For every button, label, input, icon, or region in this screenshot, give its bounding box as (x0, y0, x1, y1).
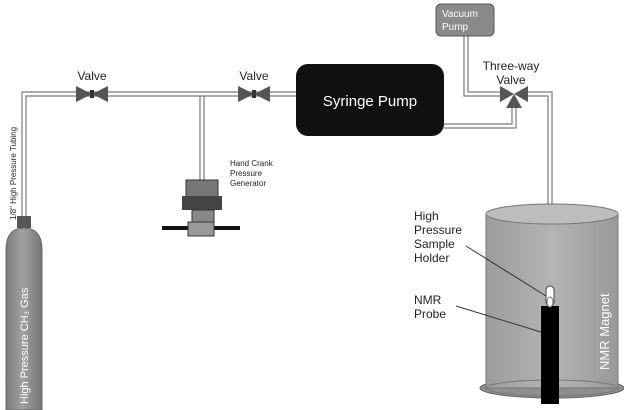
hand-crank-label-line2: Pressure (230, 169, 263, 178)
three-way-label-line1: Three-way (483, 59, 540, 73)
gas-cylinder-label: High Pressure CH₃ Gas (19, 287, 31, 404)
vacuum-pump[interactable] (435, 3, 495, 37)
valve-left-label: Valve (77, 69, 106, 83)
vacuum-pump-label-line2: Pump (442, 22, 469, 33)
sample-holder-label-line3: Sample (414, 237, 455, 251)
tubing-label: 1/8" High Pressure Tubing (9, 127, 18, 220)
hand-crank-label-line3: Generator (230, 179, 266, 188)
valve-right-icon[interactable] (238, 86, 270, 102)
nmr-probe[interactable] (541, 306, 559, 404)
hand-crank-pressure-generator-icon[interactable] (162, 179, 240, 237)
vacuum-pump-label-line1: Vacuum (442, 9, 478, 20)
nmr-probe-label-line2: Probe (414, 307, 446, 321)
sample-holder-label-line4: Holder (414, 251, 449, 265)
sample-holder-label-line1: High (414, 209, 439, 223)
syringe-pump[interactable] (296, 64, 444, 136)
nmr-probe-label-line1: NMR (414, 293, 442, 307)
valve-right-label: Valve (239, 69, 268, 83)
three-way-valve-icon[interactable] (500, 86, 528, 108)
sample-holder-label-line2: Pressure (414, 223, 462, 237)
nmr-magnet-label: NMR Magnet (597, 293, 612, 370)
gas-cylinder-icon[interactable] (5, 216, 43, 410)
three-way-label-line2: Valve (496, 73, 525, 87)
leader-lines (455, 245, 547, 333)
valve-left-icon[interactable] (76, 86, 108, 102)
hand-crank-label-line1: Hand Crank (230, 159, 274, 168)
syringe-pump-label: Syringe Pump (323, 93, 417, 110)
